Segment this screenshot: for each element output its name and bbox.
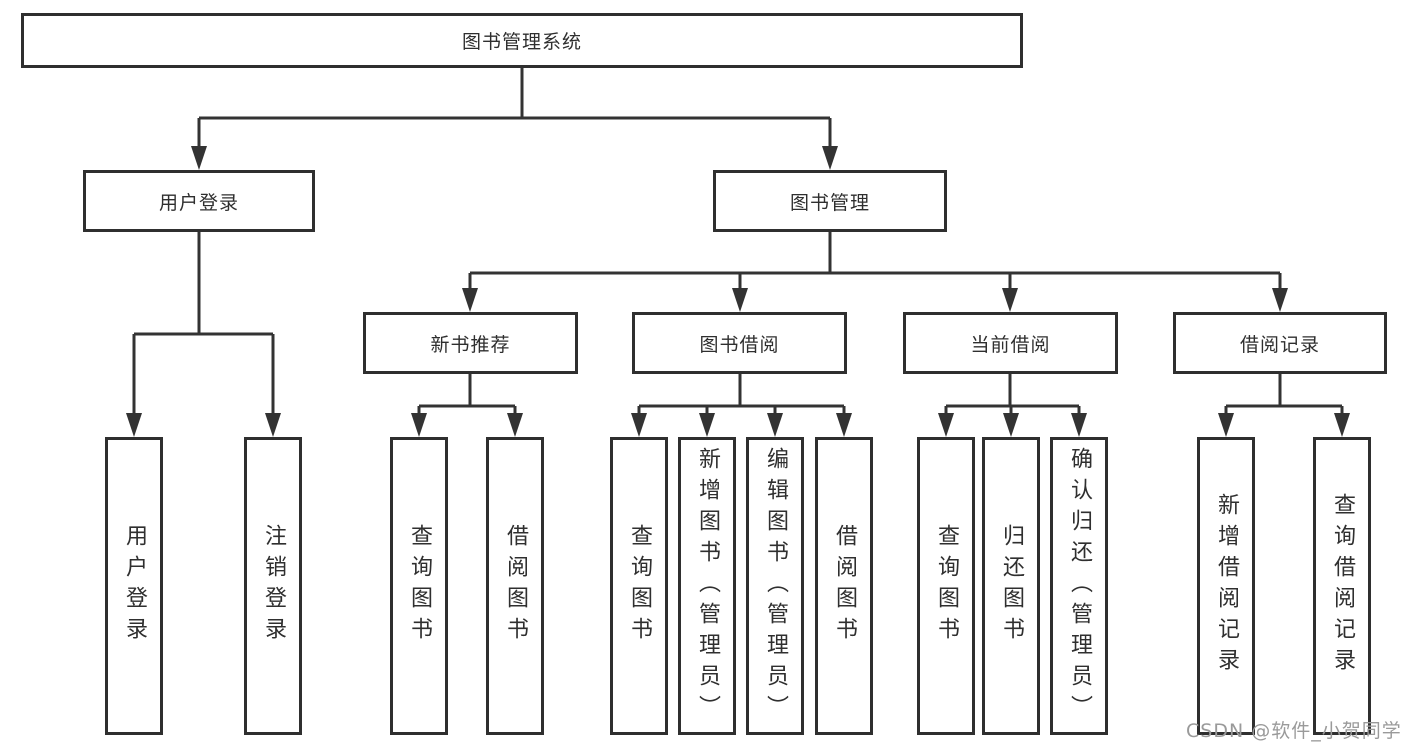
node-label: 查询图书 — [407, 524, 432, 648]
node-leaf-edit-books-admin: 编辑图书（管理员） — [746, 437, 804, 735]
arrowhead-icon — [411, 413, 427, 437]
arrowhead-icon — [265, 413, 281, 437]
node-label: 新增图书（管理员） — [695, 446, 720, 726]
node-label: 借阅图书 — [832, 524, 857, 648]
node-book-management: 图书管理 — [713, 170, 947, 232]
arrowhead-icon — [732, 288, 748, 312]
arrowhead-icon — [1334, 413, 1350, 437]
node-leaf-add-books-admin: 新增图书（管理员） — [678, 437, 736, 735]
node-label: 注销登录 — [261, 524, 286, 648]
arrowhead-icon — [836, 413, 852, 437]
node-leaf-query-borrow-record: 查询借阅记录 — [1313, 437, 1371, 735]
node-book-borrow: 图书借阅 — [632, 312, 847, 374]
watermark: CSDN @软件_小贺同学 — [1186, 720, 1402, 742]
arrowhead-icon — [1272, 288, 1288, 312]
arrowhead-icon — [1218, 413, 1234, 437]
node-leaf-logout: 注销登录 — [244, 437, 302, 735]
node-leaf-user-login: 用户登录 — [105, 437, 163, 735]
node-leaf-query-books-3: 查询图书 — [917, 437, 975, 735]
node-leaf-query-books-2: 查询图书 — [610, 437, 668, 735]
arrowhead-icon — [1002, 288, 1018, 312]
node-leaf-add-borrow-record: 新增借阅记录 — [1197, 437, 1255, 735]
node-leaf-query-books-1: 查询图书 — [390, 437, 448, 735]
arrowhead-icon — [767, 413, 783, 437]
node-label: 借阅图书 — [503, 524, 528, 648]
node-label: 用户登录 — [122, 524, 147, 648]
node-label: 确认归还（管理员） — [1067, 446, 1092, 726]
node-user-login: 用户登录 — [83, 170, 315, 232]
arrowhead-icon — [191, 146, 207, 170]
arrowhead-icon — [507, 413, 523, 437]
arrowhead-icon — [699, 413, 715, 437]
arrowhead-icon — [126, 413, 142, 437]
node-label: 归还图书 — [999, 524, 1024, 648]
node-root: 图书管理系统 — [21, 13, 1023, 68]
node-label: 查询图书 — [934, 524, 959, 648]
arrowhead-icon — [822, 146, 838, 170]
node-leaf-borrow-books-2: 借阅图书 — [815, 437, 873, 735]
node-label: 查询图书 — [627, 524, 652, 648]
node-leaf-confirm-return-admin: 确认归还（管理员） — [1050, 437, 1108, 735]
node-new-book-recommend: 新书推荐 — [363, 312, 578, 374]
node-leaf-return-books: 归还图书 — [982, 437, 1040, 735]
node-current-borrow: 当前借阅 — [903, 312, 1118, 374]
node-borrow-records: 借阅记录 — [1173, 312, 1387, 374]
arrowhead-icon — [938, 413, 954, 437]
node-leaf-borrow-books-1: 借阅图书 — [486, 437, 544, 735]
node-label: 编辑图书（管理员） — [763, 446, 788, 726]
arrowhead-icon — [1003, 413, 1019, 437]
arrowhead-icon — [1071, 413, 1087, 437]
arrowhead-icon — [462, 288, 478, 312]
node-label: 新增借阅记录 — [1214, 493, 1239, 679]
arrowhead-icon — [631, 413, 647, 437]
node-label: 查询借阅记录 — [1330, 493, 1355, 679]
